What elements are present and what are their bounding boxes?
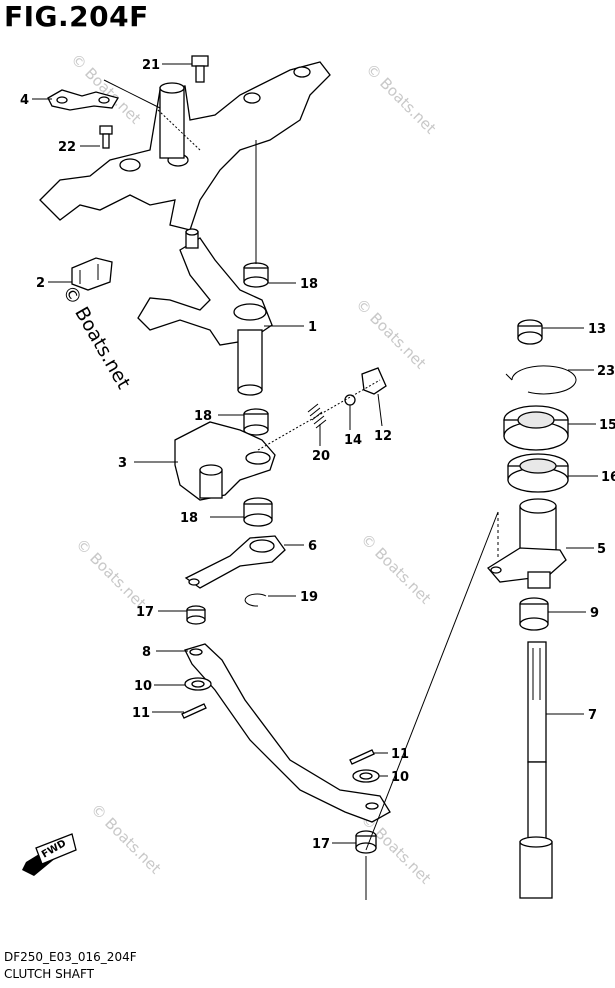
part-16-seal bbox=[507, 453, 569, 493]
watermark-2: © Boats.net bbox=[362, 60, 440, 138]
part-8-link bbox=[184, 643, 391, 823]
callout-12: 12 bbox=[374, 429, 392, 444]
callout-15: 15 bbox=[599, 418, 615, 433]
figure-code: DF250_E03_016_204F bbox=[4, 950, 137, 964]
part-15-bearing bbox=[503, 405, 569, 451]
watermark-6: © Boats.net bbox=[87, 800, 165, 878]
part-18-bushing-upper bbox=[243, 262, 269, 288]
alignment-lines bbox=[103, 79, 499, 900]
part-21-bolt bbox=[191, 55, 209, 83]
fwd-arrow-icon: FWD bbox=[22, 833, 77, 876]
part-2-clip bbox=[71, 257, 113, 291]
part-7-clutch-shaft bbox=[519, 641, 553, 899]
watermark-3: © Boats.net bbox=[352, 295, 430, 373]
part-1-lever bbox=[137, 228, 273, 396]
watermark-5: © Boats.net bbox=[357, 530, 435, 608]
figure-title: FIG.204F bbox=[4, 0, 149, 33]
part-17-bushing-upper bbox=[186, 605, 206, 625]
part-4-bracket bbox=[47, 89, 119, 111]
callout-17-lower: 17 bbox=[312, 837, 330, 852]
part-3-block bbox=[174, 421, 276, 501]
part-11-pin-left bbox=[181, 703, 207, 719]
callout-6: 6 bbox=[308, 539, 317, 554]
callout-18-middle: 18 bbox=[194, 409, 212, 424]
part-19-circlip bbox=[244, 593, 267, 607]
callout-10-left: 10 bbox=[134, 679, 152, 694]
part-18-bushing-middle bbox=[243, 408, 269, 436]
callout-11-left: 11 bbox=[132, 706, 150, 721]
callout-labels: 21 4 22 2 18 1 13 23 15 16 18 14 12 20 3… bbox=[20, 58, 615, 852]
figure-caption: CLUTCH SHAFT bbox=[4, 967, 94, 981]
part-5-housing bbox=[487, 498, 567, 589]
part-10-washer-left bbox=[184, 677, 212, 691]
part-11-pin-right bbox=[349, 749, 375, 765]
callout-16: 16 bbox=[601, 470, 615, 485]
callout-18-lower: 18 bbox=[180, 511, 198, 526]
part-22-bolt bbox=[99, 125, 113, 149]
part-6-arm bbox=[184, 535, 286, 589]
part-12-sleeve bbox=[361, 367, 387, 395]
callout-10-right: 10 bbox=[391, 770, 409, 785]
callout-22: 22 bbox=[58, 140, 76, 155]
callout-21: 21 bbox=[142, 58, 160, 73]
part-23-snap-ring bbox=[505, 365, 577, 395]
watermark-1: © Boats.net bbox=[67, 50, 145, 128]
leader-lines bbox=[32, 63, 598, 844]
part-9-bushing bbox=[519, 597, 549, 631]
callout-3: 3 bbox=[118, 456, 127, 471]
callout-7: 7 bbox=[588, 708, 597, 723]
callout-5: 5 bbox=[597, 542, 606, 557]
part-18-bushing-lower bbox=[243, 497, 273, 527]
callout-23: 23 bbox=[597, 364, 615, 379]
part-14-ball bbox=[344, 394, 356, 406]
callout-9: 9 bbox=[590, 606, 599, 621]
part-13-plug bbox=[517, 319, 543, 345]
callout-14: 14 bbox=[344, 433, 362, 448]
callout-19: 19 bbox=[300, 590, 318, 605]
callout-18-upper: 18 bbox=[300, 277, 318, 292]
callout-13: 13 bbox=[588, 322, 606, 337]
callout-1: 1 bbox=[308, 320, 317, 335]
upper-housing bbox=[39, 61, 331, 231]
callout-20: 20 bbox=[312, 449, 330, 464]
part-10-washer-right bbox=[352, 769, 380, 783]
callout-11-right: 11 bbox=[391, 747, 409, 762]
watermark-main: © Boats.net bbox=[58, 282, 135, 393]
callout-2: 2 bbox=[36, 276, 45, 291]
callout-8: 8 bbox=[142, 645, 151, 660]
watermark-4: © Boats.net bbox=[72, 535, 150, 613]
callout-4: 4 bbox=[20, 93, 29, 108]
callout-17-upper: 17 bbox=[136, 605, 154, 620]
